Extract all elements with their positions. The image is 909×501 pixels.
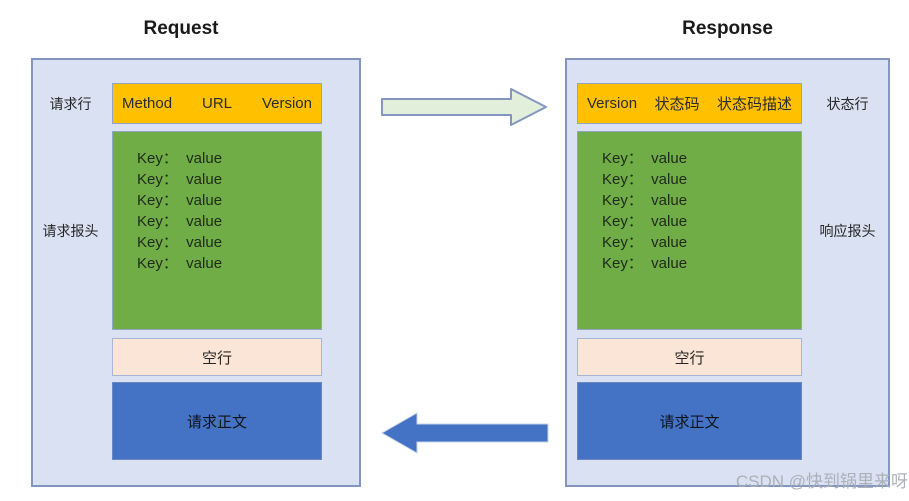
csdn-watermark: CSDN @快到锅里来呀 [735, 472, 908, 491]
response-header-line: Key： value [602, 171, 688, 188]
request-header-line: Key： value [137, 192, 223, 209]
response-version-token: Version [587, 95, 638, 112]
response-header-line: Key： value [602, 234, 688, 251]
response-header-line: Key： value [602, 213, 688, 230]
response-headers-box: Key： value Key： value Key： value Key： va… [577, 131, 802, 330]
response-blank-line-box: 空行 [577, 338, 802, 376]
response-status-desc-token: 状态码描述 [716, 96, 792, 113]
request-headers-box: Key： value Key： value Key： value Key： va… [112, 131, 322, 330]
request-panel: 请求行 Method URL Version 请求报头 Key： value K… [31, 58, 361, 487]
response-status-line-label: 状态行 [826, 95, 869, 112]
request-body-box: 请求正文 [112, 382, 322, 460]
response-panel: 状态行 Version 状态码 状态码描述 响应报头 Key： value Ke… [565, 58, 890, 487]
response-status-code-token: 状态码 [654, 96, 700, 113]
response-header-line: Key： value [602, 255, 688, 272]
response-direction-arrow-icon [380, 412, 549, 454]
request-header-line: Key： value [137, 171, 223, 188]
request-header-line: Key： value [137, 150, 223, 167]
response-status-line-box: Version 状态码 状态码描述 [577, 83, 802, 124]
request-line-label: 请求行 [49, 95, 92, 112]
request-title: Request [143, 18, 219, 39]
response-body-box: 请求正文 [577, 382, 802, 460]
request-url-token: URL [201, 95, 232, 112]
request-start-line-box: Method URL Version [112, 83, 322, 124]
request-header-line: Key： value [137, 213, 223, 230]
request-header-line: Key： value [137, 234, 223, 251]
request-direction-arrow-icon [381, 88, 547, 126]
request-version-token: Version [261, 95, 312, 112]
response-headers-label: 响应报头 [819, 222, 876, 239]
response-header-line: Key： value [602, 150, 688, 167]
request-blank-line-box: 空行 [112, 338, 322, 376]
response-title: Response [682, 18, 773, 39]
request-headers-label: 请求报头 [42, 222, 99, 239]
request-header-line: Key： value [137, 255, 223, 272]
response-header-line: Key： value [602, 192, 688, 209]
request-method-token: Method [122, 95, 173, 112]
